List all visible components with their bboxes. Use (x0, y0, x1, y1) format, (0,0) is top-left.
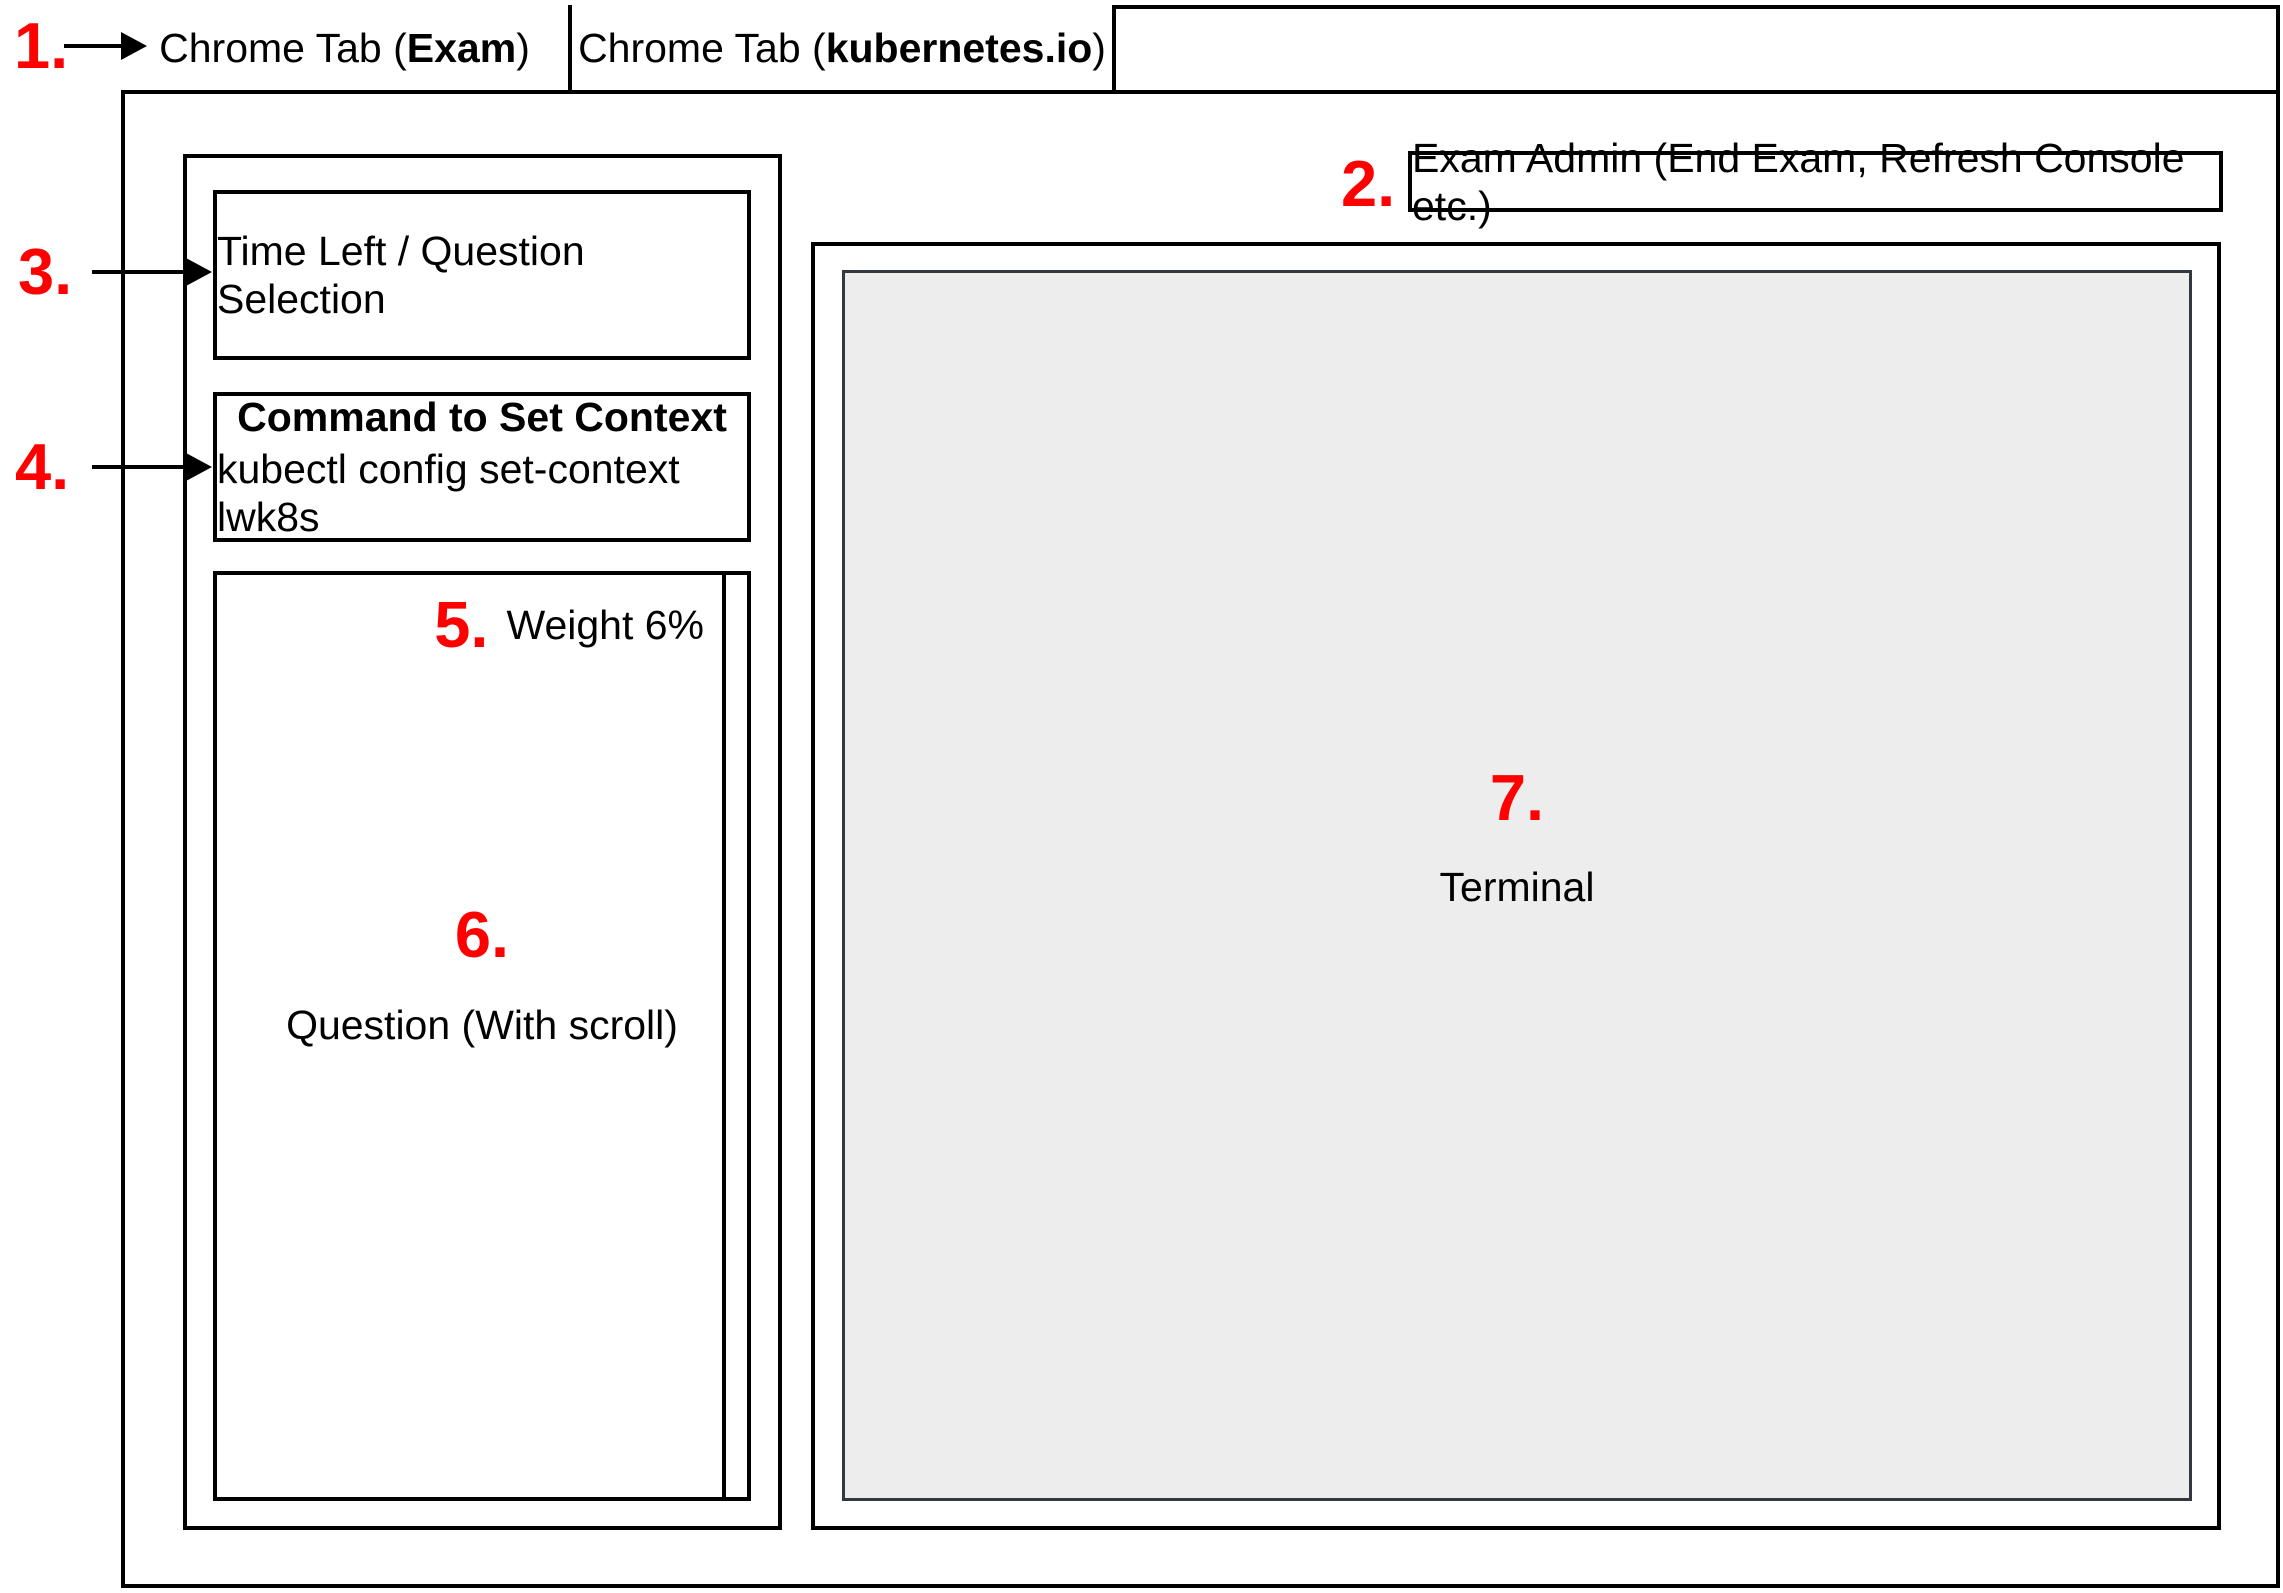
arrow-1-line (64, 44, 122, 48)
annotation-number-7: 7. (1489, 761, 1545, 834)
arrow-3-head-icon (186, 258, 212, 286)
command-title: Command to Set Context (237, 394, 727, 440)
command-text: kubectl config set-context lwk8s (217, 446, 680, 540)
annotation-number-5: 5. (434, 588, 489, 661)
terminal-screen: 7. Terminal (842, 270, 2192, 1501)
annotation-number-6: 6. (454, 898, 510, 971)
annotation-number-1: 1. (14, 9, 69, 82)
weight-row: 5. Weight 6% (217, 585, 722, 665)
question-area-label: 6. Question (With scroll) (217, 901, 747, 1049)
weight-label: Weight 6% (506, 602, 704, 648)
arrow-3-line (92, 270, 188, 274)
question-label: Question (With scroll) (286, 1002, 678, 1048)
time-left-label: Time Left / Question Selection (217, 228, 585, 322)
set-context-command-box: Command to Set Context kubectl config se… (213, 392, 751, 542)
exam-admin-label: Exam Admin (End Exam, Refresh Console et… (1412, 134, 2185, 229)
chrome-tab-exam-label: Chrome Tab (Exam) (159, 24, 530, 71)
chrome-tab-kubernetes-label: Chrome Tab (kubernetes.io) (578, 24, 1106, 71)
arrow-1-head-icon (121, 32, 147, 60)
annotation-number-2: 2. (1341, 147, 1396, 220)
annotation-number-3: 3. (18, 235, 73, 308)
question-box: 5. Weight 6% 6. Question (With scroll) (213, 571, 751, 1501)
terminal-area-label: 7. Terminal (845, 763, 2189, 911)
arrow-4-line (92, 465, 188, 469)
time-left-question-selection-box: Time Left / Question Selection (213, 190, 751, 360)
annotation-number-4: 4. (15, 430, 70, 503)
terminal-label: Terminal (1439, 864, 1595, 910)
question-scrollbar-divider (722, 575, 726, 1497)
chrome-tab-kubernetes: Chrome Tab (kubernetes.io) (572, 5, 1116, 90)
chrome-tab-exam: Chrome Tab (Exam) (121, 5, 572, 90)
tab-strip (121, 5, 2280, 94)
exam-admin-box: Exam Admin (End Exam, Refresh Console et… (1408, 135, 2223, 229)
arrow-4-head-icon (186, 453, 212, 481)
